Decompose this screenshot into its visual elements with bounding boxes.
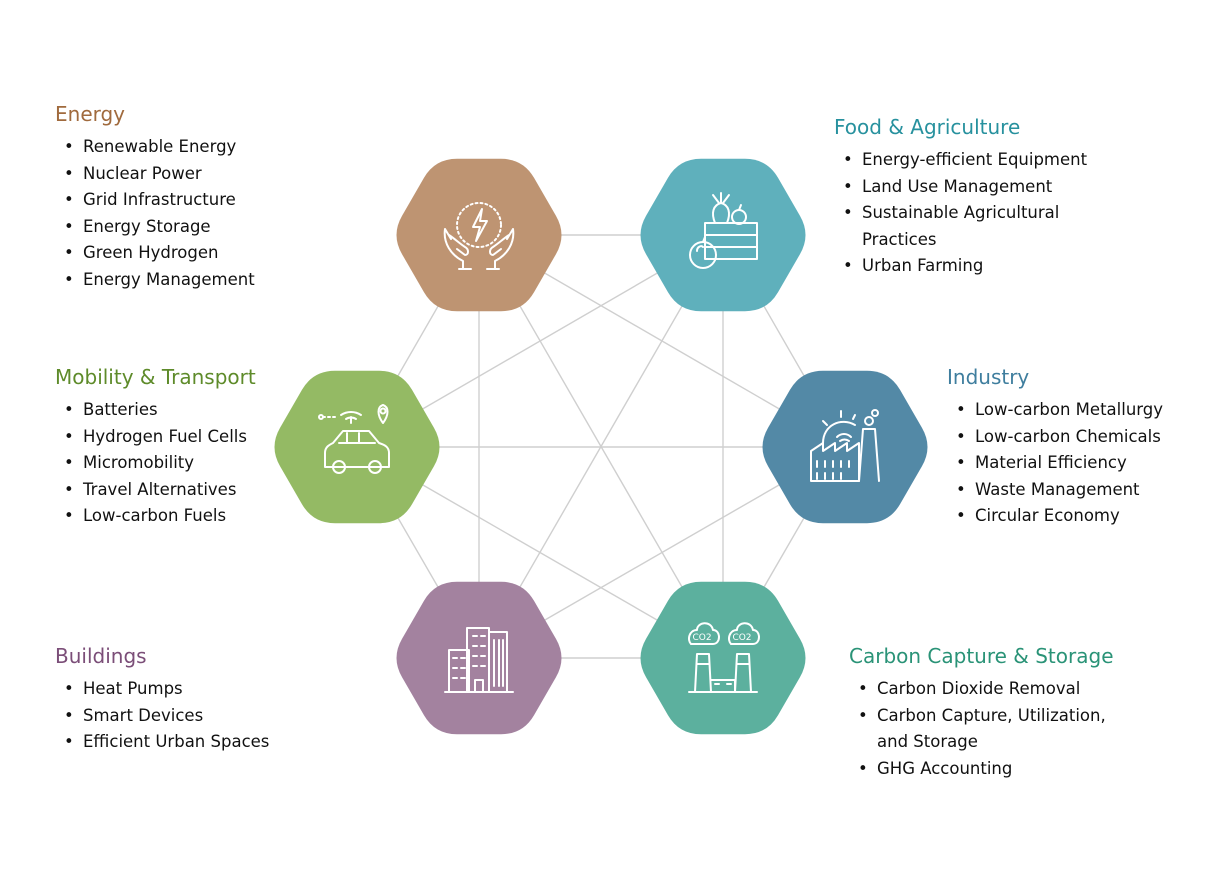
list-item: Micromobility: [64, 450, 256, 477]
carbon-capture-list: Carbon Dioxide Removal Carbon Capture, U…: [849, 676, 1114, 782]
list-item: Sustainable Agricultural: [843, 200, 1087, 227]
list-item: GHG Accounting: [858, 756, 1114, 783]
list-item: Green Hydrogen: [64, 240, 255, 267]
energy-block: Energy Renewable Energy Nuclear Power Gr…: [55, 100, 255, 293]
industry-title: Industry: [947, 365, 1030, 389]
mobility-transport-block: Mobility & Transport Batteries Hydrogen …: [55, 363, 256, 530]
svg-text:CO2: CO2: [732, 633, 751, 643]
list-item: Carbon Capture, Utilization,: [858, 703, 1114, 730]
list-item: Land Use Management: [843, 174, 1087, 201]
industry-block: Industry Low-carbon Metallurgy Low-carbo…: [947, 363, 1163, 530]
hexagon-industry: [762, 370, 928, 524]
list-item: Energy Storage: [64, 214, 255, 241]
hexagon-shape-buildings: [396, 581, 562, 735]
hexagon-energy: [396, 158, 562, 312]
food-agriculture-list: Energy-efficient Equipment Land Use Mana…: [834, 147, 1087, 280]
list-item-continuation: and Storage: [877, 732, 978, 751]
factory-gear-icon: [810, 409, 880, 482]
list-item: Efficient Urban Spaces: [64, 729, 269, 756]
list-item: Smart Devices: [64, 703, 269, 730]
list-item: Low-carbon Fuels: [64, 503, 256, 530]
list-item: Hydrogen Fuel Cells: [64, 424, 256, 451]
list-item: Material Efficiency: [956, 450, 1163, 477]
city-buildings-icon: [444, 627, 514, 693]
svg-text:CO2: CO2: [692, 633, 711, 643]
food-agriculture-title: Food & Agriculture: [834, 115, 1021, 139]
list-item: Waste Management: [956, 477, 1163, 504]
list-item: Energy Management: [64, 267, 255, 294]
list-item: Renewable Energy: [64, 134, 255, 161]
hexagon-mobility: [274, 370, 440, 524]
sector-hexagons: CO2 CO2: [274, 158, 928, 735]
food-agriculture-block: Food & Agriculture Energy-efficient Equi…: [834, 113, 1087, 280]
carbon-capture-block: Carbon Capture & Storage Carbon Dioxide …: [849, 642, 1114, 782]
list-item: Low-carbon Chemicals: [956, 424, 1163, 451]
list-item: Low-carbon Metallurgy: [956, 397, 1163, 424]
list-item: Nuclear Power: [64, 161, 255, 188]
list-item: Travel Alternatives: [64, 477, 256, 504]
mobility-transport-title: Mobility & Transport: [55, 365, 256, 389]
hexagon-shape-mobility: [274, 370, 440, 524]
hands-energy-icon: [443, 202, 515, 270]
hexagon-food: [640, 158, 806, 312]
hexagon-carbon: CO2 CO2: [640, 581, 806, 735]
list-item-continuation: Practices: [862, 229, 937, 249]
industry-list: Low-carbon Metallurgy Low-carbon Chemica…: [947, 397, 1163, 530]
buildings-list: Heat Pumps Smart Devices Efficient Urban…: [55, 676, 269, 756]
list-item: Carbon Dioxide Removal: [858, 676, 1114, 703]
connected-car-icon: [318, 404, 390, 474]
hexagon-shape-carbon: [640, 581, 806, 735]
energy-list: Renewable Energy Nuclear Power Grid Infr…: [55, 134, 255, 293]
list-item: Heat Pumps: [64, 676, 269, 703]
hexagon-shape-industry: [762, 370, 928, 524]
list-item: Energy-efficient Equipment: [843, 147, 1087, 174]
buildings-block: Buildings Heat Pumps Smart Devices Effic…: [55, 642, 269, 756]
list-item: Urban Farming: [843, 253, 1087, 280]
mobility-transport-list: Batteries Hydrogen Fuel Cells Micromobil…: [55, 397, 256, 530]
list-item: Circular Economy: [956, 503, 1163, 530]
co2-smokestacks-icon: CO2 CO2: [688, 622, 760, 693]
hexagon-buildings: [396, 581, 562, 735]
list-item: Grid Infrastructure: [64, 187, 255, 214]
produce-crate-icon: [689, 192, 758, 269]
list-item: Batteries: [64, 397, 256, 424]
buildings-title: Buildings: [55, 644, 147, 668]
carbon-capture-title: Carbon Capture & Storage: [849, 644, 1114, 668]
energy-title: Energy: [55, 102, 126, 126]
